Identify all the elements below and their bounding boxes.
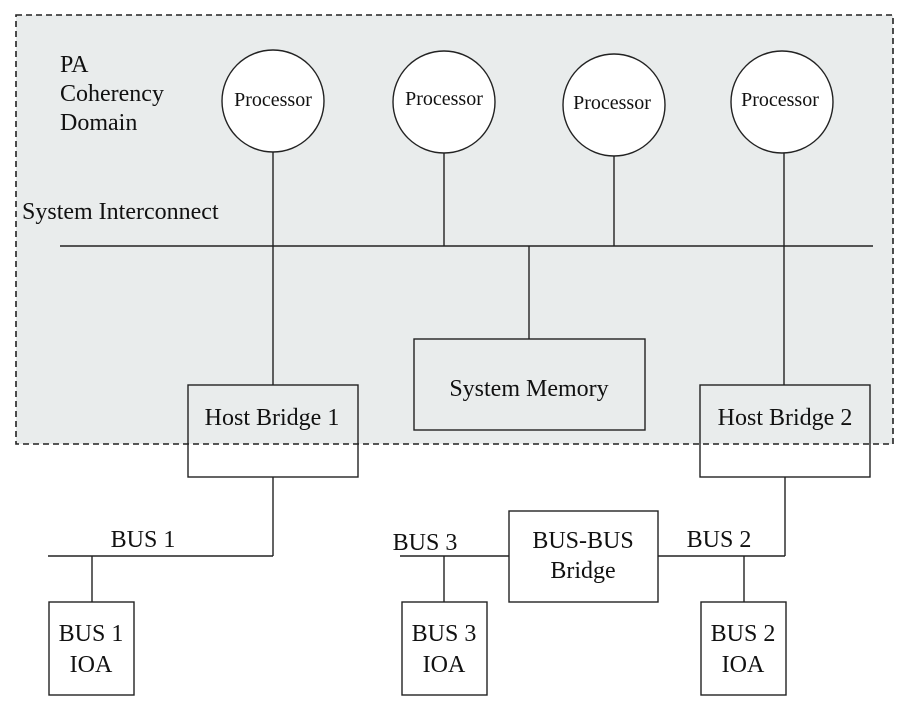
processor-1-label: Processor <box>234 89 312 111</box>
bus-3-ioa-line-2: IOA <box>423 652 466 678</box>
bus-2-ioa-line-1: BUS 2 <box>711 621 776 647</box>
host-bridge-2-label: Host Bridge 2 <box>718 405 853 431</box>
processor-2-label: Processor <box>405 88 483 110</box>
system-interconnect-label: System Interconnect <box>22 199 219 225</box>
processor-4-label: Processor <box>741 89 819 111</box>
bus-1-ioa-line-1: BUS 1 <box>59 621 124 647</box>
bus-bus-bridge-line-2: Bridge <box>550 558 615 584</box>
processor-3-circle <box>562 53 666 157</box>
bus-3-ioa-line-1: BUS 3 <box>412 621 477 647</box>
system-memory-box <box>413 338 646 431</box>
bus-bus-bridge-line-1: BUS-BUS <box>532 528 633 554</box>
bus-1-ioa-line-2: IOA <box>70 652 113 678</box>
host-bridge-1-label: Host Bridge 1 <box>205 405 340 431</box>
system-memory-label: System Memory <box>449 376 608 402</box>
bus-1-label: BUS 1 <box>111 527 176 553</box>
bus-bus-bridge-box <box>508 510 659 603</box>
bus-3-label: BUS 3 <box>393 530 458 556</box>
processor-2-circle <box>392 50 496 154</box>
domain-title-line-3: Domain <box>60 110 137 136</box>
domain-title-line-2: Coherency <box>60 81 164 107</box>
bus-2-ioa-line-2: IOA <box>722 652 765 678</box>
processor-1-circle <box>221 49 325 153</box>
domain-title-line-1: PA <box>60 52 89 78</box>
bus-3-ioa-box <box>401 601 488 696</box>
bus-1-ioa-box <box>48 601 135 696</box>
processor-4-circle <box>730 50 834 154</box>
bus-2-label: BUS 2 <box>687 527 752 553</box>
processor-3-label: Processor <box>573 92 651 114</box>
bus-2-ioa-box <box>700 601 787 696</box>
